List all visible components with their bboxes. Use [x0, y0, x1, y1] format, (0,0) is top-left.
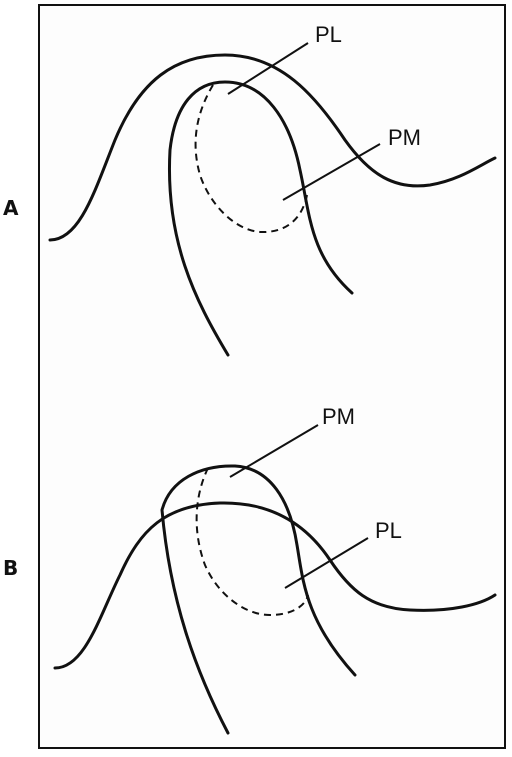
panel-a-outer-contour: [50, 55, 495, 240]
panel-b-drawing: PM PL: [55, 404, 495, 733]
panel-a-upper-leader: [228, 43, 308, 94]
panel-a-drawing: PL PM: [50, 22, 495, 355]
panel-b-dashed-outline: [197, 468, 308, 615]
panel-b-lower-callout: PL: [375, 518, 402, 543]
panel-a-lower-callout: PM: [388, 125, 421, 150]
panel-b-upper-leader: [230, 425, 318, 477]
panel-b-outer-contour: [55, 503, 495, 668]
panel-a-lower-leader: [283, 144, 380, 200]
panel-a-dashed-outline: [196, 85, 307, 232]
panel-a-upper-callout: PL: [315, 22, 342, 47]
panel-b-upper-callout: PM: [322, 404, 355, 429]
